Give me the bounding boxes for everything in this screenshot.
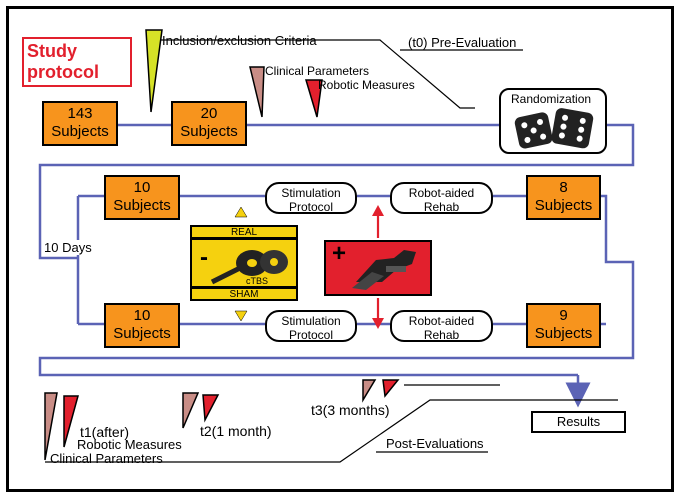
coil-icon	[210, 250, 288, 285]
robot-rehab-bottom: Robot-aided Rehab	[390, 310, 493, 342]
robotic-measures-label: Robotic Measures	[318, 78, 415, 92]
subjects-unit: Subjects	[51, 123, 109, 140]
post-robotic-label: Robotic Measures	[77, 437, 182, 452]
subjects-box-20: 20 Subjects	[171, 101, 247, 146]
real-band: REAL	[190, 225, 298, 239]
robot-panel: +	[324, 240, 432, 296]
subjects-unit: Subjects	[534, 325, 593, 342]
minus-sign: -	[200, 244, 208, 271]
sham-band: SHAM	[190, 287, 298, 301]
clinical-parameters-label: Clinical Parameters	[265, 64, 370, 78]
subjects-count: 9	[559, 307, 568, 324]
days-label: 10 Days	[44, 240, 92, 255]
subjects-count: 8	[559, 179, 568, 196]
pill-line: Protocol	[288, 200, 334, 214]
subjects-box-10-sham: 10 Subjects	[104, 303, 180, 348]
criteria-label: Inclusion/exclusion Criteria	[162, 33, 317, 48]
subjects-count: 10	[133, 307, 151, 324]
pill-line: Stimulation	[281, 186, 341, 200]
pill-line: Rehab	[423, 328, 460, 342]
pill-line: Robot-aided	[408, 186, 475, 200]
pill-line: Robot-aided	[408, 314, 475, 328]
pill-line: Protocol	[288, 328, 334, 342]
t2-label: t2(1 month)	[200, 423, 272, 439]
post-clinical-label: Clinical Parameters	[50, 451, 163, 466]
subjects-box-8: 8 Subjects	[526, 175, 601, 220]
randomization-box: Randomization	[499, 88, 607, 154]
ctbs-panel: - cTBS	[190, 238, 298, 288]
t3-label: t3(3 months)	[311, 402, 390, 418]
randomization-label: Randomization	[511, 92, 592, 106]
stimulation-protocol-top: Stimulation Protocol	[265, 182, 357, 214]
pre-evaluation-label: (t0) Pre-Evaluation	[408, 35, 517, 50]
plus-sign: +	[332, 240, 347, 267]
ctbs-label: cTBS	[246, 276, 269, 286]
subjects-count: 20	[200, 105, 218, 122]
subjects-unit: Subjects	[113, 197, 171, 214]
stimulation-protocol-bottom: Stimulation Protocol	[265, 310, 357, 342]
subjects-unit: Subjects	[113, 325, 171, 342]
study-protocol-title: Study protocol	[22, 37, 132, 87]
subjects-unit: Subjects	[534, 197, 593, 214]
robot-rehab-top: Robot-aided Rehab	[390, 182, 493, 214]
t1-label: t1(after)	[80, 424, 130, 440]
subjects-box-143: 143 Subjects	[42, 101, 118, 146]
subjects-box-10-real: 10 Subjects	[104, 175, 180, 220]
results-box: Results	[531, 411, 626, 433]
robot-icon	[352, 250, 416, 290]
subjects-box-9: 9 Subjects	[526, 303, 601, 348]
pill-line: Stimulation	[281, 314, 341, 328]
subjects-unit: Subjects	[180, 123, 238, 140]
dice-icon	[514, 108, 594, 149]
subjects-count: 10	[133, 179, 151, 196]
subjects-count: 143	[67, 105, 93, 122]
pill-line: Rehab	[423, 200, 460, 214]
post-evaluations-label: Post-Evaluations	[386, 436, 484, 451]
